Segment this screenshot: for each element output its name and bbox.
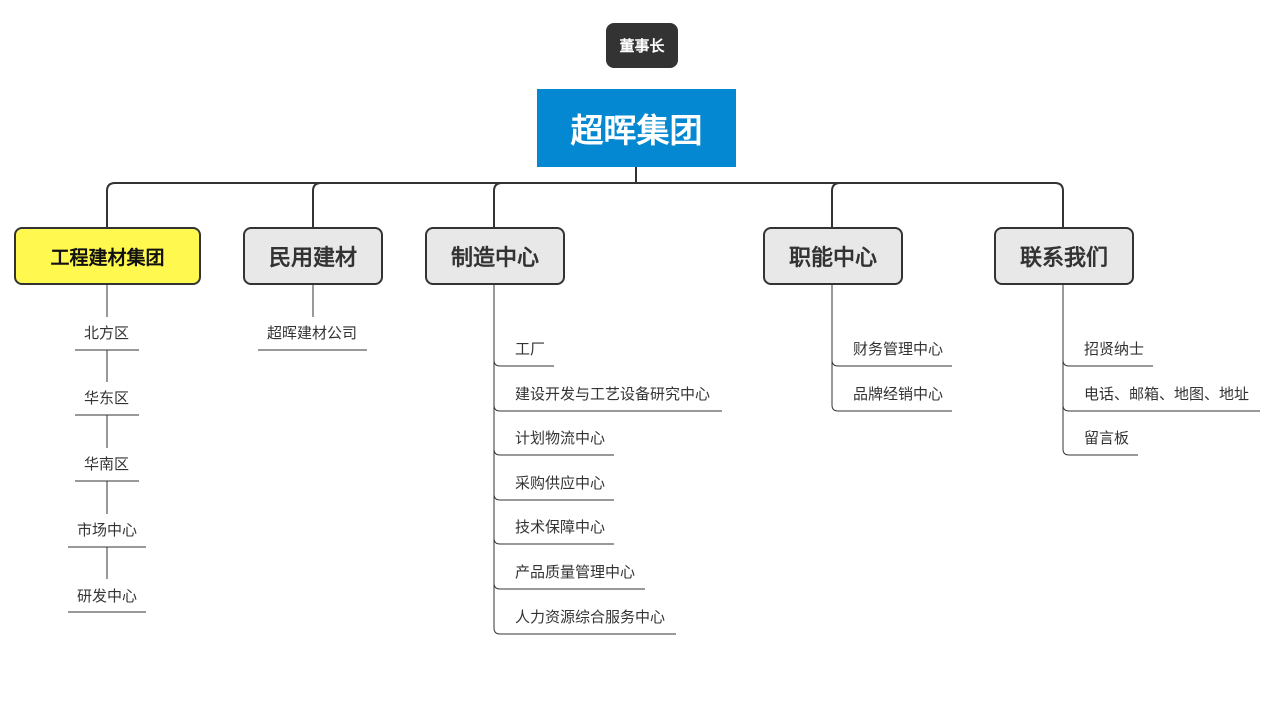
chairman-node[interactable]: 董事长 bbox=[606, 23, 678, 68]
underline-b4-2 bbox=[1062, 448, 1138, 456]
leaf-market-center[interactable]: 市场中心 bbox=[77, 521, 138, 539]
leaf-contact-info[interactable]: 电话、邮箱、地图、地址 bbox=[1084, 385, 1250, 403]
leaf-brand-distribution[interactable]: 品牌经销中心 bbox=[853, 385, 944, 403]
underline-b4-1 bbox=[1062, 404, 1260, 412]
underline-b2-5 bbox=[493, 582, 645, 590]
leaf-quality-management[interactable]: 产品质量管理中心 bbox=[515, 563, 636, 581]
leaf-message-board[interactable]: 留言板 bbox=[1084, 429, 1130, 447]
underline-b3-0 bbox=[831, 359, 952, 367]
leaf-recruitment[interactable]: 招贤纳士 bbox=[1084, 340, 1145, 358]
connector-branch-drop-0 bbox=[312, 182, 322, 227]
leaf-tech-support[interactable]: 技术保障中心 bbox=[515, 518, 606, 536]
leaf-hr-services[interactable]: 人力资源综合服务中心 bbox=[515, 608, 666, 626]
leaf-construction-rd-center[interactable]: 建设开发与工艺设备研究中心 bbox=[515, 385, 711, 403]
leaf-south-region[interactable]: 华南区 bbox=[84, 455, 130, 473]
underline-b3-1 bbox=[831, 404, 952, 412]
branch-functional-center[interactable]: 职能中心 bbox=[763, 227, 903, 285]
connector-bus bbox=[106, 182, 1064, 227]
branch-contact-us[interactable]: 联系我们 bbox=[994, 227, 1134, 285]
connector-branch-drop-2 bbox=[831, 182, 841, 227]
branch-civil-materials[interactable]: 民用建材 bbox=[243, 227, 383, 285]
underline-b2-4 bbox=[493, 537, 614, 545]
leaf-rd-center[interactable]: 研发中心 bbox=[77, 587, 138, 605]
connector-branch-drop-1 bbox=[493, 182, 503, 227]
leaf-north-region[interactable]: 北方区 bbox=[84, 324, 130, 342]
underline-b2-6 bbox=[493, 627, 676, 635]
underline-b2-1 bbox=[493, 404, 722, 412]
underline-b4-0 bbox=[1062, 359, 1153, 367]
leaf-chaohui-materials-company[interactable]: 超晖建材公司 bbox=[267, 324, 358, 342]
underline-b2-3 bbox=[493, 493, 614, 501]
underline-b2-2 bbox=[493, 448, 614, 456]
leaf-finance-management[interactable]: 财务管理中心 bbox=[853, 340, 944, 358]
underline-b2-0 bbox=[493, 359, 554, 367]
branch-manufacturing-center[interactable]: 制造中心 bbox=[425, 227, 565, 285]
leaf-east-region[interactable]: 华东区 bbox=[84, 389, 130, 407]
leaf-procurement-supply[interactable]: 采购供应中心 bbox=[515, 474, 606, 492]
leaf-planning-logistics[interactable]: 计划物流中心 bbox=[515, 429, 606, 447]
branch-engineering-materials[interactable]: 工程建材集团 bbox=[14, 227, 201, 285]
leaf-factory[interactable]: 工厂 bbox=[515, 340, 546, 358]
root-node[interactable]: 超晖集团 bbox=[537, 89, 736, 167]
